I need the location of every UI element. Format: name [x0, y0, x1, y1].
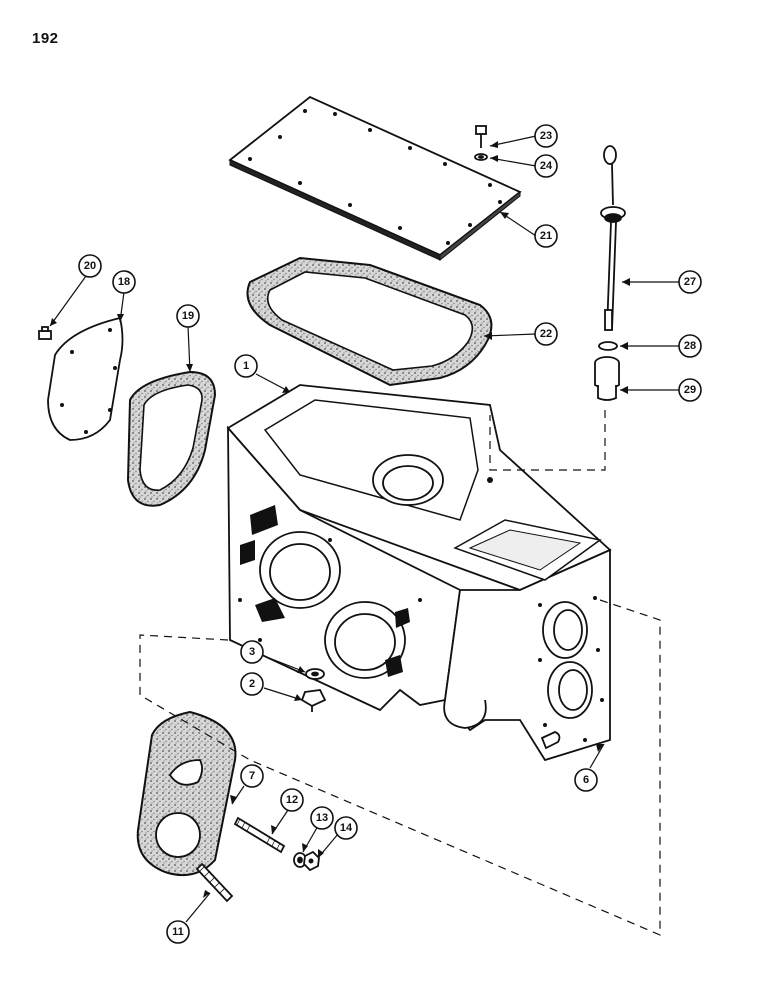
svg-text:6: 6: [583, 774, 589, 786]
callout-21: 21: [534, 224, 558, 248]
svg-text:29: 29: [684, 384, 696, 396]
callout-11: 11: [166, 920, 190, 944]
callout-18: 18: [112, 270, 136, 294]
callout-29: 29: [678, 378, 702, 402]
small-plug: [540, 731, 561, 750]
callout-6: 6: [574, 768, 598, 792]
side-cover: [47, 316, 124, 441]
callout-13: 13: [310, 806, 334, 830]
svg-text:7: 7: [249, 770, 255, 782]
callout-27: 27: [678, 270, 702, 294]
nut: [303, 850, 320, 872]
assembly-lines: [139, 410, 661, 936]
top-gasket: [246, 256, 493, 387]
svg-text:22: 22: [540, 328, 552, 340]
callout-22: 22: [534, 322, 558, 346]
svg-text:24: 24: [540, 160, 553, 172]
cover-plate: [228, 95, 522, 262]
front-gasket: [136, 710, 237, 876]
svg-text:3: 3: [249, 646, 255, 658]
svg-text:11: 11: [172, 926, 184, 938]
callout-14: 14: [334, 816, 358, 840]
side-cover-bolt: [38, 326, 52, 340]
transmission-housing: [226, 384, 612, 762]
o-ring: [598, 341, 618, 351]
callout-12: 12: [280, 788, 304, 812]
svg-text:23: 23: [540, 130, 552, 142]
drain-plug: [300, 668, 327, 712]
svg-text:1: 1: [243, 360, 249, 372]
callout-23: 23: [534, 124, 558, 148]
stud-long: [233, 816, 286, 854]
page-number: 192: [32, 30, 59, 47]
side-gasket: [126, 370, 217, 507]
callout-2: 2: [240, 672, 264, 696]
svg-text:2: 2: [249, 678, 255, 690]
cover-bolt: [474, 125, 488, 161]
dipstick: [600, 145, 626, 331]
callout-24: 24: [534, 154, 558, 178]
callout-group: 1 2 3 6 7 11 12 13 14 18 19 20 21 22 23 …: [78, 124, 702, 944]
svg-text:20: 20: [84, 260, 96, 272]
svg-text:27: 27: [684, 276, 696, 288]
svg-text:19: 19: [182, 310, 194, 322]
callout-1: 1: [234, 354, 258, 378]
callout-20: 20: [78, 254, 102, 278]
callout-3: 3: [240, 640, 264, 664]
leader-arrows: [50, 141, 630, 898]
svg-text:14: 14: [340, 822, 353, 834]
callout-19: 19: [176, 304, 200, 328]
svg-text:12: 12: [286, 794, 298, 806]
svg-text:18: 18: [118, 276, 130, 288]
callout-28: 28: [678, 334, 702, 358]
svg-text:28: 28: [684, 340, 696, 352]
svg-text:21: 21: [540, 230, 552, 242]
svg-text:13: 13: [316, 812, 328, 824]
callout-7: 7: [240, 764, 264, 788]
stud-short: [195, 862, 234, 903]
dipstick-tube: [594, 356, 620, 401]
